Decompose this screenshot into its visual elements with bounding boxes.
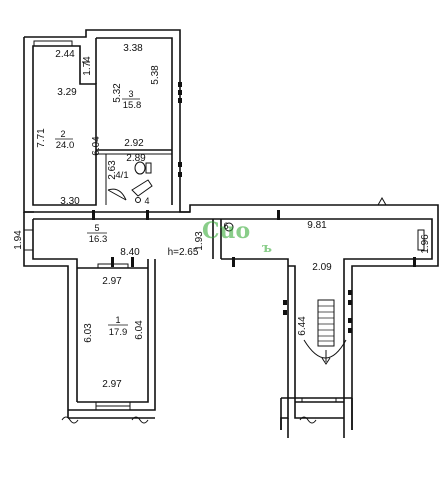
marker-11 [178, 162, 182, 167]
room-2-area: 24.0 [56, 140, 75, 151]
stair-arrow [321, 350, 331, 365]
dim-top-left-side: 1.74 [82, 56, 93, 76]
corridor-inner [32, 218, 433, 418]
break-mark-mid [131, 416, 149, 424]
marker-17 [283, 300, 287, 305]
dim-room-1-top: 2.97 [102, 276, 122, 287]
bathroom-fixtures [107, 161, 234, 232]
room-1-number: 1 [115, 315, 120, 325]
room-3-area: 15.8 [123, 100, 142, 111]
marker-7 [131, 257, 134, 267]
dim-room-2-bottom: 3.30 [60, 196, 80, 207]
dim-corridor-center: 1.93 [194, 231, 205, 251]
marker-4 [232, 257, 235, 267]
watermark-accent: ъ [262, 241, 272, 256]
dim-corridor-width: 8.40 [120, 247, 140, 258]
watermark-text: Cuo [202, 218, 250, 244]
window-stair [301, 397, 337, 403]
marker-18 [283, 310, 287, 315]
dim-room-3-left: 5.32 [112, 83, 123, 103]
shower-icon [224, 222, 234, 232]
marker-10 [178, 98, 182, 103]
toilet-tank [145, 162, 152, 174]
room-6-number: 6 [223, 221, 228, 231]
sink-icon [131, 179, 153, 197]
room-2-top-wall [33, 40, 73, 47]
stair-flight [317, 299, 335, 347]
marker-8 [178, 82, 182, 87]
marker-3 [277, 210, 280, 220]
dim-room-3-right: 5.38 [150, 65, 161, 85]
marker-2 [146, 210, 149, 220]
room-labels: 2 24.0 3 15.8 4/1 4 5 16.3 6 1 17.9 h=2.… [55, 89, 229, 338]
dim-room-3-bottom: 2.92 [124, 138, 144, 149]
marker-1 [92, 210, 95, 220]
window-corridor-left [23, 229, 34, 251]
break-mark-left [61, 416, 79, 424]
stair-landing [303, 339, 347, 359]
window-corridor-right [417, 229, 425, 251]
room-5-number: 5 [94, 223, 99, 233]
door-leaf-41 [107, 189, 127, 201]
floor-drain-icon [135, 197, 141, 203]
dim-room-3-top: 3.38 [123, 43, 143, 54]
dim-top-left-width: 2.44 [55, 49, 75, 60]
break-mark-right [299, 416, 317, 424]
dim-room-1-left: 6.03 [83, 323, 94, 343]
dim-stair-top: 2.09 [312, 262, 332, 273]
dim-room-2-upper: 3.29 [57, 87, 77, 98]
marker-12 [178, 172, 182, 177]
room-4-number: 4 [144, 196, 149, 206]
watermark: Cuo ъ [202, 218, 272, 256]
staircase [303, 299, 347, 365]
marker-5 [413, 257, 416, 267]
dim-room-41-top: 2.89 [126, 153, 146, 164]
room-5-area: 16.3 [89, 234, 108, 245]
dim-corridor-left: 1.94 [13, 230, 24, 250]
dim-room-41-side: 2.63 [107, 160, 118, 180]
door-swing-41 [107, 188, 127, 201]
stair-block [221, 258, 344, 430]
dim-stair-height: 6.44 [297, 316, 308, 336]
dimensions: 2.44 1.74 3.38 5.32 5.38 3.29 7.71 6.04 … [13, 43, 431, 390]
windows [23, 61, 425, 424]
marker-15 [348, 318, 352, 323]
marker-13 [348, 290, 352, 295]
door-swing-right [377, 196, 387, 206]
marker-16 [348, 328, 352, 333]
dim-room-1-bottom: 2.97 [102, 379, 122, 390]
marker-9 [178, 90, 182, 95]
toilet-icon [134, 161, 146, 175]
marker-14 [348, 300, 352, 305]
dim-room-1-right: 6.04 [134, 320, 145, 340]
room-3-number: 3 [128, 89, 133, 99]
dim-corridor-right: 9.81 [307, 220, 327, 231]
dim-room-2-height: 7.71 [36, 128, 47, 148]
marker-6 [111, 257, 114, 267]
room-2-number: 2 [60, 129, 65, 139]
dim-room-2-lower-right: 6.04 [91, 136, 102, 156]
dim-corridor-far-right: 1.96 [420, 234, 431, 254]
room-1-area: 17.9 [109, 327, 128, 338]
room-41-number: 4/1 [115, 170, 128, 181]
outer-wall-left-block [23, 29, 190, 213]
ceiling-height: h=2.65 [168, 247, 199, 258]
